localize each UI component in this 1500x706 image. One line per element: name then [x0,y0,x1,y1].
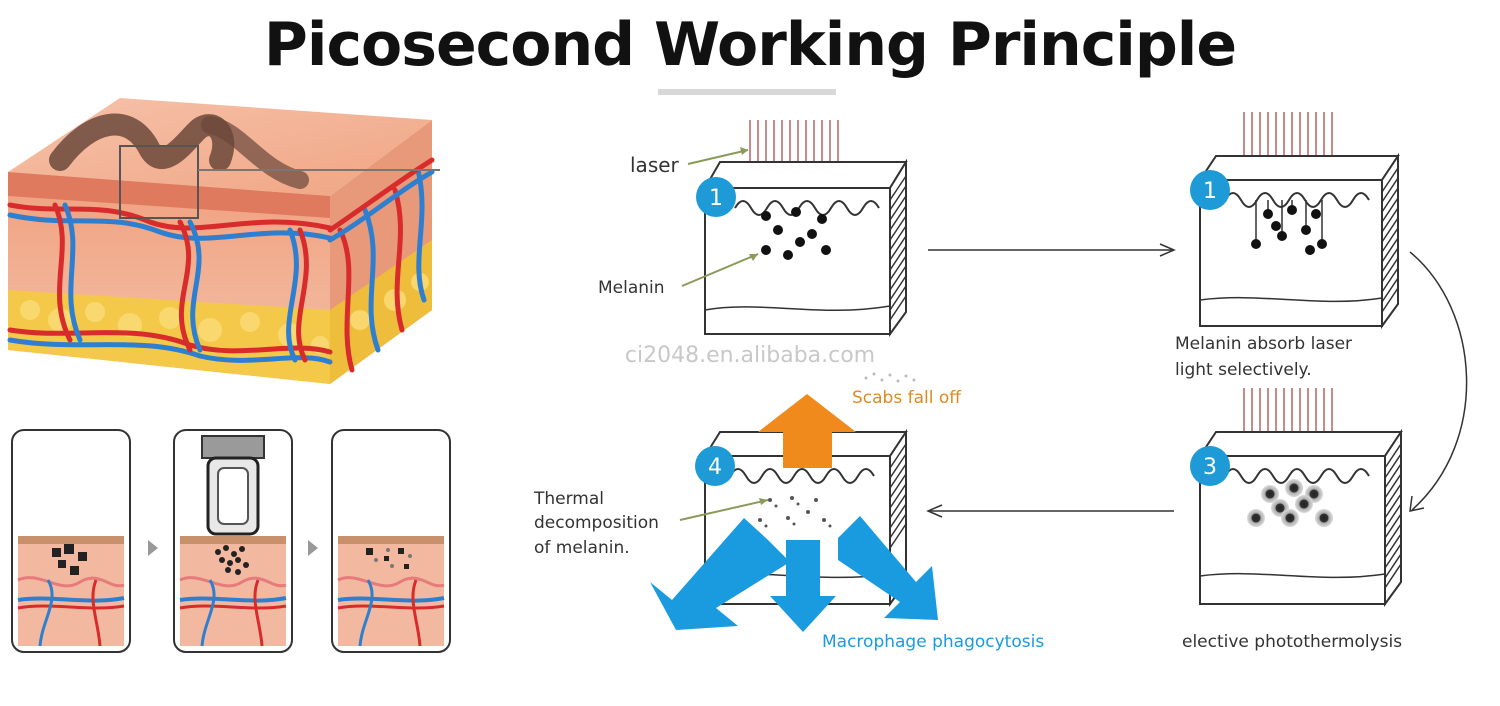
photothermolysis-caption: elective photothermolysis [1182,632,1402,652]
thermal-caption-line1: Thermal [533,489,604,509]
step-number-3: 3 [1203,455,1217,480]
title-underline [658,89,836,95]
skin-block-illustration [7,98,440,384]
panel-after [331,429,451,653]
step-number-1a: 1 [709,186,723,211]
absorb-caption-line1: Melanin absorb laser [1175,334,1352,354]
thermal-caption-line3: of melanin. [534,538,630,558]
flow-arrows [926,243,1468,518]
melanin-label: Melanin [598,278,665,298]
treatment-sequence-panels [11,429,451,653]
macrophage-caption: Macrophage phagocytosis [822,632,1044,652]
thermal-caption-line2: decomposition [534,513,659,533]
page-title: Picosecond Working Principle [263,10,1237,80]
panel-before [11,429,131,653]
step-2-selective-absorption-diagram: 1 Melanin absorb laser light selectively… [1175,112,1400,380]
step-4-decomposition-diagram: Scabs fall off 4 Thermal decomposition o… [533,372,1044,652]
step-3-photothermolysis-diagram: 3 elective photothermolysis [1182,388,1403,652]
scabs-label: Scabs fall off [852,388,962,408]
absorb-caption-line2: light selectively. [1175,360,1312,380]
panel-during [173,429,293,653]
watermark-text: ci2048.en.alibaba.com [625,343,875,368]
step-1-absorption-diagram: 1 laser Melanin [598,120,908,338]
laser-label: laser [630,153,680,177]
step-number-4: 4 [708,455,722,480]
step-number-1b: 1 [1203,179,1217,204]
